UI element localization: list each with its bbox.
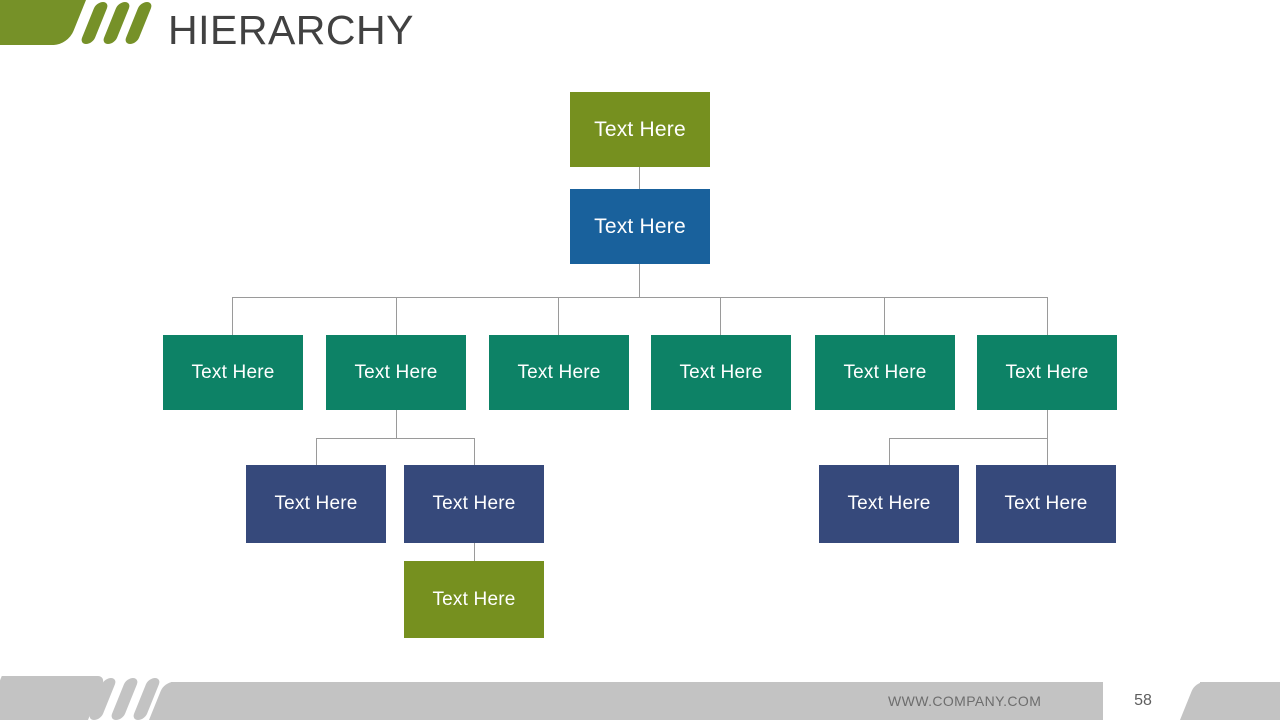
connector-bus-drop-2 bbox=[396, 297, 397, 335]
node-level1-1[interactable]: Text Here bbox=[570, 92, 710, 167]
node-label: Text Here bbox=[594, 117, 686, 141]
connector-l4-drop-4 bbox=[1047, 438, 1048, 465]
footer-bar bbox=[171, 682, 1103, 720]
node-label: Text Here bbox=[1005, 361, 1089, 383]
connector-l2-down bbox=[639, 264, 640, 297]
page-title: HIERARCHY bbox=[168, 7, 414, 53]
connector-l4-drop-3 bbox=[889, 438, 890, 465]
node-label: Text Here bbox=[432, 493, 516, 514]
footer-url[interactable]: WWW.COMPANY.COM bbox=[888, 693, 1042, 709]
connector-l3n2-down bbox=[396, 410, 397, 438]
node-level4-2[interactable]: Text Here bbox=[404, 465, 544, 543]
node-label: Text Here bbox=[274, 493, 358, 514]
node-label: Text Here bbox=[191, 361, 275, 383]
connector-bus-drop-5 bbox=[884, 297, 885, 335]
connector-bus-drop-3 bbox=[558, 297, 559, 335]
node-level4-1[interactable]: Text Here bbox=[246, 465, 386, 543]
node-level3-4[interactable]: Text Here bbox=[651, 335, 791, 410]
connector-l4-drop-2 bbox=[474, 438, 475, 465]
node-level3-1[interactable]: Text Here bbox=[163, 335, 303, 410]
node-level4-4[interactable]: Text Here bbox=[976, 465, 1116, 543]
node-label: Text Here bbox=[679, 361, 763, 383]
node-level3-3[interactable]: Text Here bbox=[489, 335, 629, 410]
node-label: Text Here bbox=[354, 361, 438, 383]
connector-l1-l2 bbox=[639, 167, 640, 189]
header-accent-shape bbox=[0, 0, 87, 45]
node-level3-5[interactable]: Text Here bbox=[815, 335, 955, 410]
connector-l3n6-down bbox=[1047, 410, 1048, 438]
node-level2-1[interactable]: Text Here bbox=[570, 189, 710, 264]
connector-bus-level4-left bbox=[316, 438, 475, 439]
node-label: Text Here bbox=[594, 214, 686, 238]
connector-bus-drop-1 bbox=[232, 297, 233, 335]
node-label: Text Here bbox=[432, 588, 516, 610]
node-level3-6[interactable]: Text Here bbox=[977, 335, 1117, 410]
node-label: Text Here bbox=[1004, 493, 1088, 514]
connector-l4n2-l5 bbox=[474, 543, 475, 561]
connector-bus-drop-4 bbox=[720, 297, 721, 335]
connector-bus-level3 bbox=[232, 297, 1048, 298]
node-label: Text Here bbox=[843, 361, 927, 383]
connector-bus-drop-6 bbox=[1047, 297, 1048, 335]
node-level5-1[interactable]: Text Here bbox=[404, 561, 544, 638]
node-level4-3[interactable]: Text Here bbox=[819, 465, 959, 543]
footer-right-shape bbox=[1200, 682, 1280, 720]
page-number: 58 bbox=[1134, 692, 1152, 709]
node-label: Text Here bbox=[847, 493, 931, 514]
node-label: Text Here bbox=[517, 361, 601, 383]
node-level3-2[interactable]: Text Here bbox=[326, 335, 466, 410]
connector-bus-level4-right bbox=[889, 438, 1048, 439]
connector-l4-drop-1 bbox=[316, 438, 317, 465]
